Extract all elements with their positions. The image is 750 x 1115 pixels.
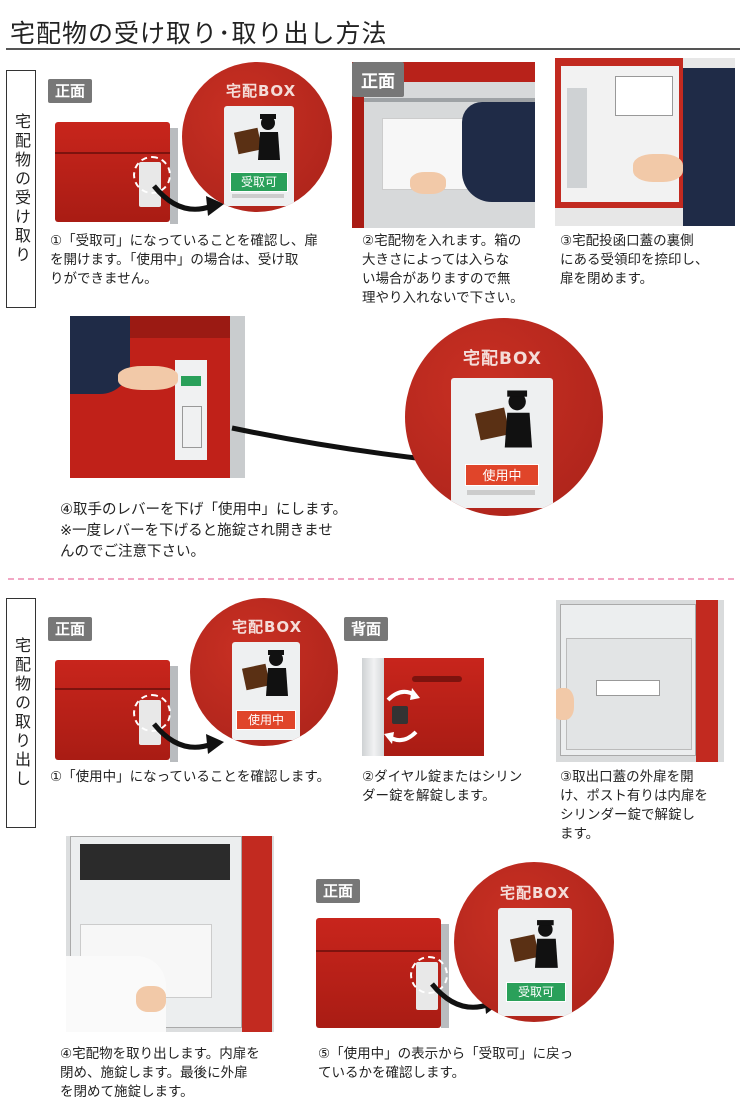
remove-package-illustration: [66, 836, 274, 1032]
takeout-step-1: ①「使用中」になっていることを確認します。: [50, 769, 331, 785]
section-label-receive: 宅配物の受け取り: [6, 70, 36, 308]
tag-front-2: 正面: [352, 62, 404, 97]
open-outer-door-illustration: [556, 600, 724, 762]
delivery-person-icon: [509, 920, 562, 972]
section-label-takeout: 宅配物の取り出し: [6, 598, 36, 828]
box-front-illustration-1: [55, 122, 178, 224]
sign-available: 受取可: [230, 172, 288, 192]
tag-front-1: 正面: [48, 79, 93, 103]
brand-label: 宅配BOX: [232, 618, 303, 636]
takeout-step-5: ⑤「使用中」の表示から「受取可」に戻っ ているかを確認します。: [318, 1046, 574, 1081]
status-circle-1: 宅配BOX 受取可: [182, 62, 332, 212]
receive-step-3: ③宅配投函口蓋の裏側 にある受領印を捺印し、 扉を閉めます。: [560, 233, 709, 287]
receive-step-2: ②宅配物を入れます。箱の 大きさによっては入らな い場合がありますので無 理やり…: [362, 233, 524, 306]
box-front-illustration-2: [55, 660, 178, 762]
rotate-arrows-icon: [382, 680, 422, 754]
title-divider: [6, 48, 740, 50]
section-divider: [8, 578, 738, 580]
status-circle-4: 宅配BOX 受取可: [454, 862, 614, 1022]
box-back-illustration: [362, 658, 490, 758]
delivery-person-icon: [233, 114, 284, 164]
insert-package-illustration: 正面: [352, 62, 535, 228]
sign-in-use: 使用中: [236, 710, 296, 730]
stamp-receipt-illustration: [555, 58, 735, 226]
brand-label: 宅配BOX: [463, 349, 542, 369]
status-circle-3: 宅配BOX 使用中: [190, 598, 338, 746]
lever-down-illustration: [70, 316, 245, 478]
arrow-icon: [150, 178, 230, 218]
delivery-person-icon: [241, 650, 292, 700]
status-circle-2: 宅配BOX 使用中: [405, 318, 603, 516]
receive-step-1: ①「受取可」になっていることを確認し、扉 を開けます。「使用中」の場合は、受け取…: [50, 233, 318, 287]
takeout-step-2: ②ダイヤル錠またはシリン ダー錠を解錠します。: [362, 769, 523, 804]
takeout-step-3: ③取出口蓋の外扉を開 け、ポスト有りは内扉を シリンダー錠で解錠し ます。: [560, 769, 708, 842]
tag-front-4: 正面: [316, 879, 361, 903]
tag-back: 背面: [344, 617, 389, 641]
brand-label: 宅配BOX: [226, 82, 297, 100]
brand-label: 宅配BOX: [500, 884, 571, 902]
receive-step-4: ④取手のレバーを下げ「使用中」にします。 ※一度レバーを下げると施錠され開きませ…: [60, 502, 348, 560]
arrow-icon: [150, 716, 230, 756]
tag-front-3: 正面: [48, 617, 93, 641]
box-front-illustration-3: [316, 918, 449, 1030]
sign-available: 受取可: [506, 982, 566, 1002]
delivery-person-icon: [474, 390, 537, 452]
page-title: 宅配物の受け取り･取り出し方法: [10, 19, 388, 48]
sign-in-use: 使用中: [465, 464, 539, 486]
takeout-step-4: ④宅配物を取り出します。内扉を 閉め、施錠します。最後に外扉 を閉めて施錠します…: [60, 1046, 260, 1100]
